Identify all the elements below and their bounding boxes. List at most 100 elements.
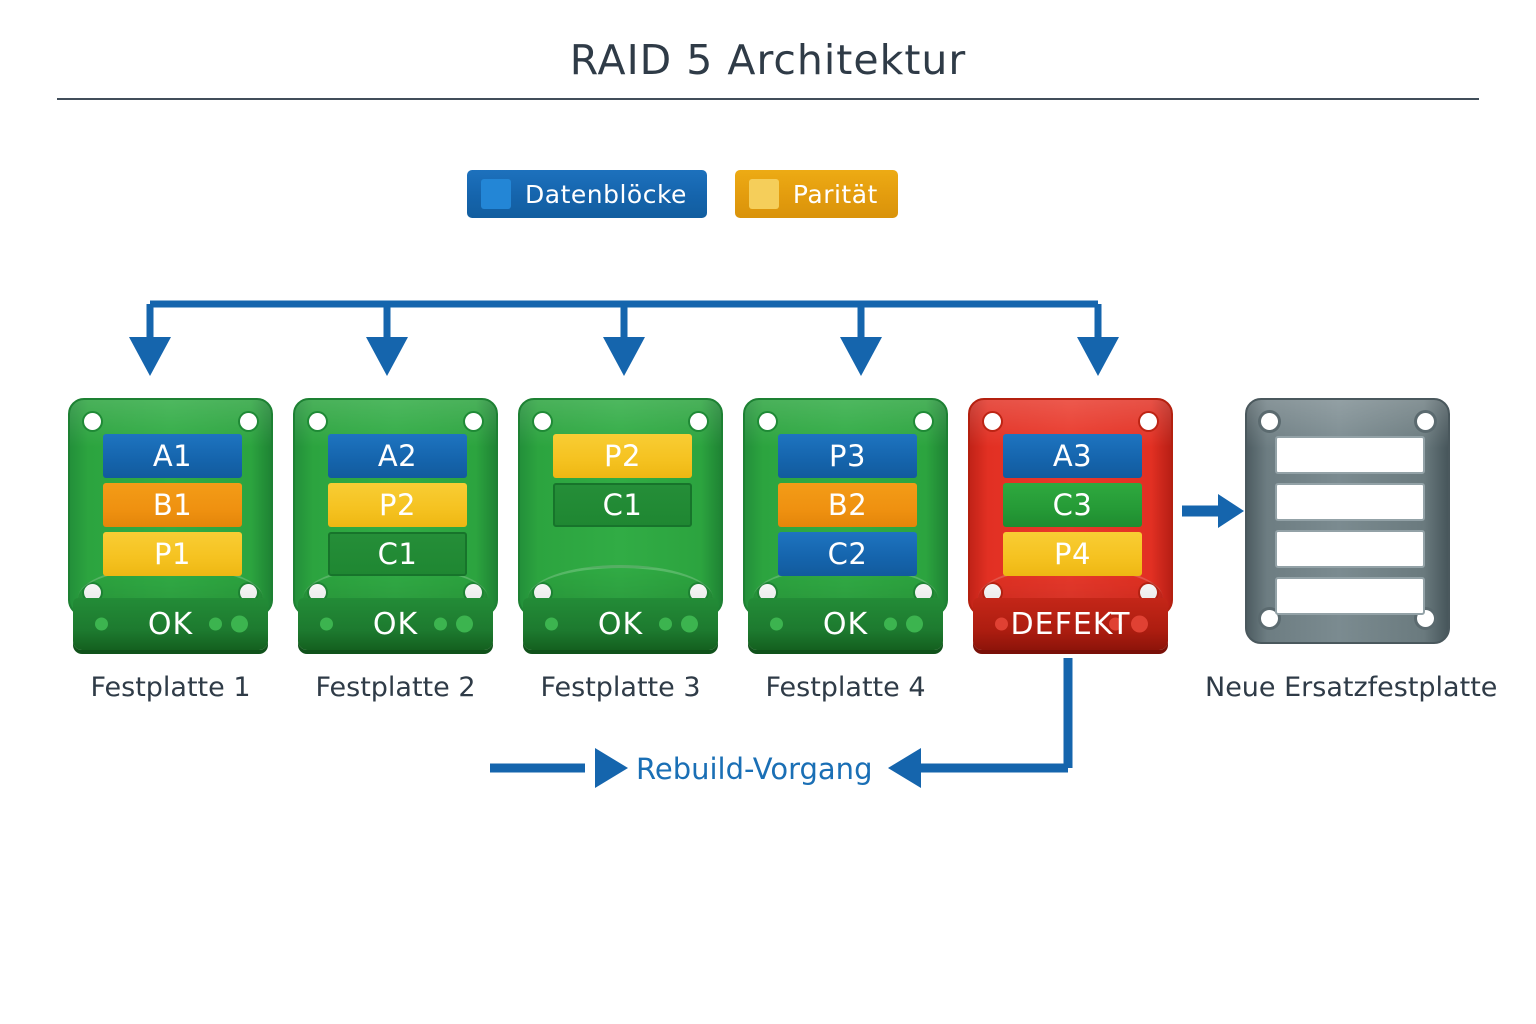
spare-disk-body [1245,398,1450,644]
screw-icon [690,584,707,601]
header: RAID 5 Architektur [0,0,1536,105]
block-c3[interactable]: C3 [1003,483,1142,527]
screw-icon [690,413,707,430]
legend-swatch-data-icon [481,179,511,209]
screw-icon [465,413,482,430]
led-icon [884,617,897,631]
spare-disk[interactable] [1245,398,1450,650]
caption-disk-4: Festplatte 4 [765,672,926,703]
caption-disk-3: Festplatte 3 [540,672,701,703]
screw-icon [915,584,932,601]
screw-icon [1261,610,1278,627]
distribution-bus [129,300,1119,376]
empty-slot[interactable] [1275,483,1425,521]
led-icon [434,617,447,631]
block-p3[interactable]: P3 [778,434,917,478]
disk-3-blocks: P2 C1 [553,434,692,527]
led-icon [659,617,672,631]
block-b2[interactable]: B2 [778,483,917,527]
empty-slot[interactable] [1275,436,1425,474]
screw-icon [759,413,776,430]
spare-disk-slots [1275,436,1425,615]
led-icon [95,617,108,631]
block-p1[interactable]: P1 [103,532,242,576]
block-b1[interactable]: B1 [103,483,242,527]
disk-1-body: A1 B1 P1 [68,398,273,616]
block-p2[interactable]: P2 [553,434,692,478]
caption-spare-disk: Neue Ersatzfestplatte [1205,672,1498,703]
screw-icon [1140,584,1157,601]
disk-3-body: P2 C1 [518,398,723,616]
disk-4-status-badge: OK [748,598,943,650]
led-icon [906,615,923,633]
block-a1[interactable]: A1 [103,434,242,478]
block-p4[interactable]: P4 [1003,532,1142,576]
disk-2-status-label: OK [372,606,419,642]
screw-icon [84,584,101,601]
empty-slot[interactable] [1275,530,1425,568]
disk-4-blocks: P3 B2 C2 [778,434,917,576]
led-icon [209,617,222,631]
legend-label-parity: Parität [792,179,878,209]
legend-item-parity[interactable]: Parität [734,170,898,218]
disk-2-blocks: A2 P2 C1 [328,434,467,576]
page-title: RAID 5 Architektur [569,36,967,84]
disk-2-status-badge: OK [298,598,493,650]
disk-5-body: A3 C3 P4 [968,398,1173,616]
disk-array: A1 B1 P1 OK A2 P2 C1 OK [0,398,1536,658]
led-icon [995,617,1008,631]
disk-2[interactable]: A2 P2 C1 OK [293,398,498,650]
screw-icon [84,413,101,430]
screw-icon [1261,413,1278,430]
title-divider [57,98,1479,100]
led-icon [770,617,783,631]
disk-1[interactable]: A1 B1 P1 OK [68,398,273,650]
led-icon [1109,617,1122,631]
screw-icon [984,413,1001,430]
disk-2-body: A2 P2 C1 [293,398,498,616]
led-icon [1131,615,1148,633]
disk-5-status-label: DEFEKT [1010,606,1131,642]
legend-item-data-blocks[interactable]: Datenblöcke [467,170,707,218]
disk-1-blocks: A1 B1 P1 [103,434,242,576]
disk-5-status-badge: DEFEKT [973,598,1168,650]
caption-disk-1: Festplatte 1 [90,672,251,703]
screw-icon [915,413,932,430]
screw-icon [240,413,257,430]
led-icon [545,617,558,631]
screw-icon [984,584,1001,601]
screw-icon [534,584,551,601]
legend-label-data-blocks: Datenblöcke [525,179,687,209]
rebuild-flow [490,658,1073,788]
disk-5-blocks: A3 C3 P4 [1003,434,1142,576]
led-icon [320,617,333,631]
replace-arrow [1182,494,1244,528]
rebuild-label: Rebuild-Vorgang [636,752,873,786]
caption-disk-2: Festplatte 2 [315,672,476,703]
disk-4-status-label: OK [822,606,869,642]
led-icon [456,615,473,633]
legend: Datenblöcke Parität [467,170,898,218]
screw-icon [309,584,326,601]
screw-icon [534,413,551,430]
block-p2[interactable]: P2 [328,483,467,527]
empty-slot[interactable] [1275,577,1425,615]
block-a3[interactable]: A3 [1003,434,1142,478]
block-c1[interactable]: C1 [328,532,467,576]
screw-icon [759,584,776,601]
disk-3[interactable]: P2 C1 OK [518,398,723,650]
disk-3-status-label: OK [597,606,644,642]
disk-4-body: P3 B2 C2 [743,398,948,616]
led-icon [681,615,698,633]
legend-swatch-parity-icon [748,179,779,209]
disk-1-status-badge: OK [73,598,268,650]
screw-icon [1417,413,1434,430]
block-c2[interactable]: C2 [778,532,917,576]
block-a2[interactable]: A2 [328,434,467,478]
screw-icon [465,584,482,601]
disk-5-failed[interactable]: A3 C3 P4 DEFEKT [968,398,1173,650]
disk-1-status-label: OK [147,606,194,642]
screw-icon [1140,413,1157,430]
block-c1[interactable]: C1 [553,483,692,527]
disk-4[interactable]: P3 B2 C2 OK [743,398,948,650]
